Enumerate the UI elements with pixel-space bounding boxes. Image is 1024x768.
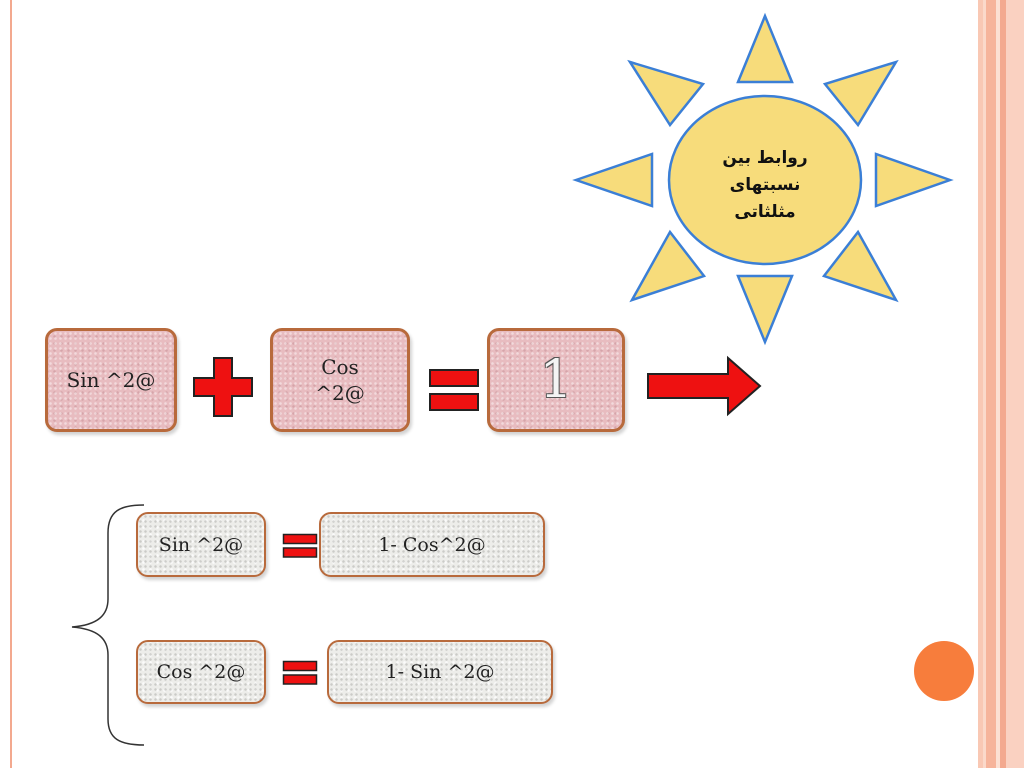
sun-shape (572, 12, 954, 346)
plus-icon (193, 357, 253, 417)
sun-title-line-1: روابط بین (722, 147, 808, 168)
equals-icon (282, 660, 318, 685)
derived-row-1-right-label: 1- Cos^2@ (378, 533, 486, 556)
cos-squared-label-line-1: Cos (321, 355, 359, 379)
equals-icon (282, 533, 318, 558)
derived-row-1-left-label: Sin ^2@ (158, 533, 244, 556)
derived-row-1-left-box: Sin ^2@ (136, 512, 266, 577)
cos-squared-label-line-2: ^2@ (315, 381, 365, 405)
left-border-line (10, 0, 12, 768)
right-decorative-stripes (978, 0, 1024, 768)
result-one-label: 1 (539, 350, 573, 410)
sun-title-line-2: نسبتهای (729, 174, 801, 195)
orange-circle-decoration (914, 641, 974, 701)
cos-squared-box: Cos ^2@ (270, 328, 410, 432)
equals-icon (429, 369, 479, 411)
derived-row-2-right-box: 1- Sin ^2@ (327, 640, 553, 704)
arrow-right-icon (647, 355, 762, 417)
derived-row-2-right-label: 1- Sin ^2@ (385, 661, 495, 683)
sun-title-line-3: مثلثاتی (734, 201, 796, 222)
curly-brace-icon (71, 504, 145, 746)
sin-squared-box: Sin ^2@ (45, 328, 177, 432)
sin-squared-label: Sin ^2@ (66, 368, 156, 392)
derived-row-2-left-box: Cos ^2@ (136, 640, 266, 704)
derived-row-2-left-label: Cos ^2@ (156, 661, 246, 683)
result-one-box: 1 (487, 328, 625, 432)
sun-title: روابط بین نسبتهای مثلثاتی (682, 140, 848, 230)
derived-row-1-right-box: 1- Cos^2@ (319, 512, 545, 577)
